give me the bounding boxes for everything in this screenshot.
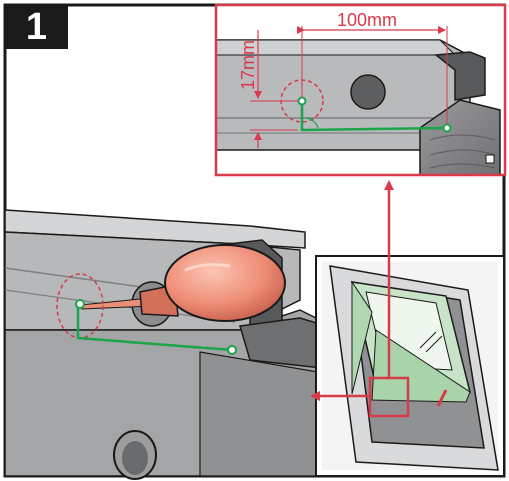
main-guide-lines	[56, 273, 237, 355]
step-number-badge: 1	[5, 5, 68, 49]
roof-window-icon	[315, 255, 505, 477]
detail-inset	[214, 3, 507, 177]
dimension-label-horizontal: 100mm	[337, 10, 398, 30]
arrow-icon	[310, 180, 394, 401]
dimension-label-vertical: 17mm	[238, 39, 258, 90]
